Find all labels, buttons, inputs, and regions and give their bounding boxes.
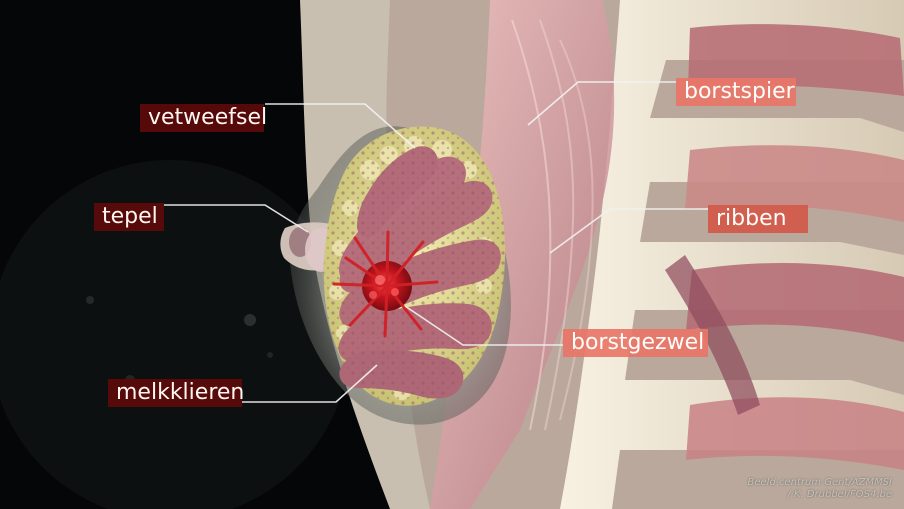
image-credit: Beeld centrum Gent/AZMMSJ / K. Drubbel/F… — [747, 477, 892, 501]
label-tepel: tepel — [94, 203, 164, 231]
label-borstspier-text: borstspier — [684, 79, 795, 104]
label-ribben: ribben — [708, 205, 808, 233]
credit-line-1: Beeld centrum Gent/AZMMSJ — [747, 477, 892, 489]
label-borstgezwel-text: borstgezwel — [571, 330, 704, 355]
label-borstspier: borstspier — [676, 78, 796, 106]
label-melkklieren: melkklieren — [108, 379, 242, 407]
label-ribben-text: ribben — [716, 206, 787, 231]
credit-line-2: / K. Drubbel/FOS4.be — [747, 489, 892, 501]
label-tepel-text: tepel — [102, 204, 158, 229]
label-vetweefsel: vetweefsel — [140, 104, 264, 132]
label-borstgezwel: borstgezwel — [563, 329, 708, 357]
label-vetweefsel-text: vetweefsel — [148, 105, 267, 130]
label-melkklieren-text: melkklieren — [116, 380, 244, 405]
